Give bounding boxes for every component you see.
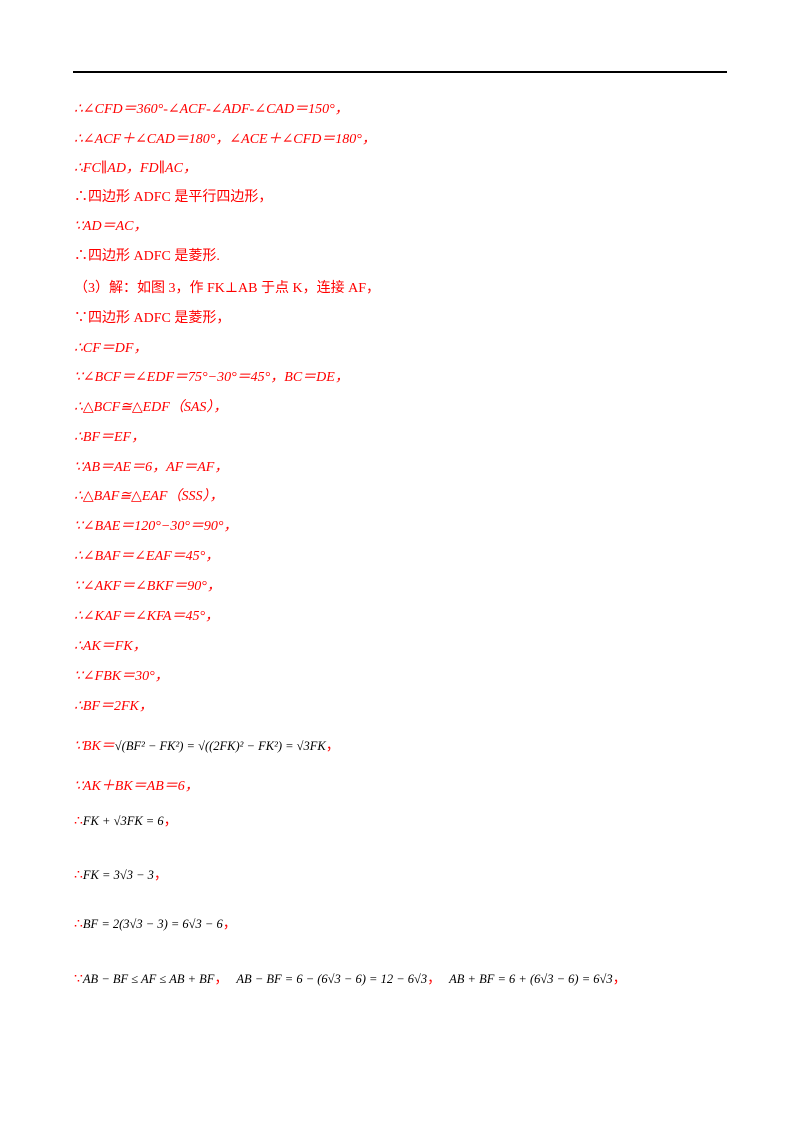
eq2-suffix: ， [153, 868, 168, 883]
text-line: ∵AB＝AE＝6，AF＝AF， [74, 460, 229, 475]
comma: ， [612, 972, 627, 987]
text-line: ∴FC∥AD，FD∥AC， [74, 161, 197, 176]
bk-formula-line: ∵BK＝√(BF² − FK²) = √((2FK)² − FK²) = √3F… [74, 737, 340, 756]
therefore-symbol: ∴ [74, 868, 83, 883]
therefore-symbol: ∴ [74, 917, 83, 932]
text-line: ∵∠BAE＝120°−30°＝90°， [74, 519, 238, 534]
text-line: ∵∠BCF＝∠EDF＝75°−30°＝45°，BC＝DE， [74, 370, 349, 385]
difference-formula: AB − BF = 6 − (6√3 − 6) = 12 − 6√3 [236, 972, 428, 986]
final-line: ∵AB − BF ≤ AF ≤ AB + BF，AB − BF = 6 − (6… [74, 970, 627, 989]
eq3-line: ∴BF = 2(3√3 − 3) = 6√3 − 6， [74, 915, 237, 934]
eq3-formula: BF = 2(3√3 − 3) = 6√3 − 6 [82, 917, 223, 931]
inequality-formula: AB − BF ≤ AF ≤ AB + BF [82, 972, 215, 986]
eq1-formula: FK + √3FK = 6 [82, 814, 164, 828]
text-line: ∴∠CFD＝360°-∠ACF-∠ADF-∠CAD＝150°， [74, 102, 349, 117]
therefore-symbol: ∴ [74, 814, 83, 829]
text-line: （3）解：如图 3，作 FK⊥AB 于点 K，连接 AF， [74, 281, 381, 296]
text-line: ∴四边形 ADFC 是平行四边形， [74, 190, 273, 205]
eq1-suffix: ， [163, 814, 178, 829]
comma: ， [214, 972, 229, 987]
text-line: ∵∠FBK＝30°， [74, 669, 169, 684]
text-line: ∴BF＝EF， [74, 430, 146, 445]
sum-formula: AB + BF = 6 + (6√3 − 6) = 6√3 [449, 972, 613, 986]
eq2-line: ∴FK = 3√3 − 3， [74, 866, 168, 885]
text-line: ∵∠AKF＝∠BKF＝90°， [74, 579, 221, 594]
eq1-line: ∴FK + √3FK = 6， [74, 812, 178, 831]
text-line: ∴CF＝DF， [74, 341, 148, 356]
text-line: ∴AK＝FK， [74, 639, 147, 654]
header-rule [73, 71, 727, 73]
bk-suffix: ， [325, 739, 340, 754]
text-line: ∴∠ACF＋∠CAD＝180°，∠ACE＋∠CFD＝180°， [74, 132, 376, 147]
text-line: ∴四边形 ADFC 是菱形. [74, 249, 220, 264]
because-symbol: ∵ [74, 972, 83, 987]
eq2-formula: FK = 3√3 − 3 [82, 868, 154, 882]
text-line: ∴∠BAF＝∠EAF＝45°， [74, 549, 220, 564]
text-line: ∵四边形 ADFC 是菱形， [74, 311, 231, 326]
text-line: ∴△BAF≅△EAF（SSS）， [74, 489, 224, 504]
bk-prefix: ∵BK＝ [74, 739, 115, 754]
text-line: ∵AD＝AC， [74, 219, 148, 234]
text-line: ∴BF＝2FK， [74, 699, 153, 714]
comma: ， [427, 972, 442, 987]
eq3-suffix: ， [222, 917, 237, 932]
text-line: ∴△BCF≅△EDF（SAS）， [74, 400, 228, 415]
bk-formula: √(BF² − FK²) = √((2FK)² − FK²) = √3FK [114, 739, 326, 753]
text-line: ∵AK＋BK＝AB＝6， [74, 779, 199, 794]
text-line: ∴∠KAF＝∠KFA＝45°， [74, 609, 220, 624]
